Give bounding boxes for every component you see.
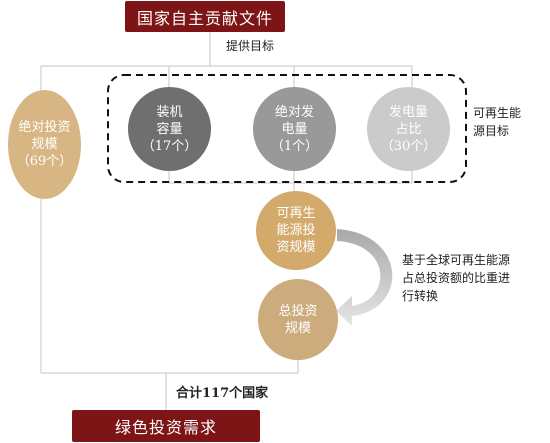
circle-count: （17个） — [141, 138, 198, 154]
label-line: 源目标 — [473, 124, 510, 138]
circle-installed-capacity: 装机 容量 （17个） — [128, 87, 211, 171]
circle-absolute-generation: 绝对发 电量 （1个） — [253, 87, 336, 171]
label-line: 可再生能 — [473, 106, 522, 120]
note-line: 占总投资额的比重进 — [402, 271, 511, 285]
circle-absolute-investment: 绝对投资 规模 （69个） — [8, 90, 81, 199]
circle-renewable-investment: 可再生 能源投 资规模 — [256, 191, 336, 270]
circle-text: 规模 — [284, 320, 311, 336]
circle-count: （69个） — [16, 154, 73, 169]
circle-text: 可再生 — [276, 206, 316, 221]
circle-text: 总投资 — [278, 303, 318, 319]
ndc-document-box: 国家自主贡献文件 — [125, 1, 285, 32]
circle-text: 电量 — [281, 121, 308, 137]
circle-text: 资规模 — [276, 240, 316, 255]
circle-text: 能源投 — [276, 223, 316, 238]
circle-text: 容量 — [156, 121, 183, 137]
circle-text: 绝对发 — [274, 104, 314, 120]
circle-text: 发电量 — [388, 104, 428, 120]
renewable-target-group — [107, 74, 467, 183]
ndc-document-label: 国家自主贡献文件 — [136, 8, 273, 28]
total-countries-label: 合计117个国家 — [176, 386, 269, 401]
circle-total-investment-scale: 总投资 规模 — [258, 279, 338, 360]
note-line: 行转换 — [402, 289, 439, 303]
circle-text: 规模 — [31, 137, 58, 152]
circle-generation-share: 发电量 占比 （30个） — [367, 87, 450, 171]
circle-count: （30个） — [380, 138, 437, 154]
conversion-note: 基于全球可再生能源 占总投资额的比重进 行转换 — [402, 251, 510, 305]
circle-text: 装机 — [156, 104, 183, 120]
circle-text: 绝对投资 — [18, 120, 71, 135]
green-investment-demand-label: 绿色投资需求 — [114, 418, 217, 437]
circle-count: （1个） — [270, 138, 319, 154]
circle-text: 占比 — [395, 121, 422, 137]
green-investment-demand-box: 绿色投资需求 — [72, 410, 260, 442]
provide-target-label: 提供目标 — [226, 39, 275, 53]
renewable-target-label: 可再生能 源目标 — [473, 104, 521, 140]
conversion-arrow — [336, 229, 393, 326]
note-line: 基于全球可再生能源 — [402, 253, 511, 267]
